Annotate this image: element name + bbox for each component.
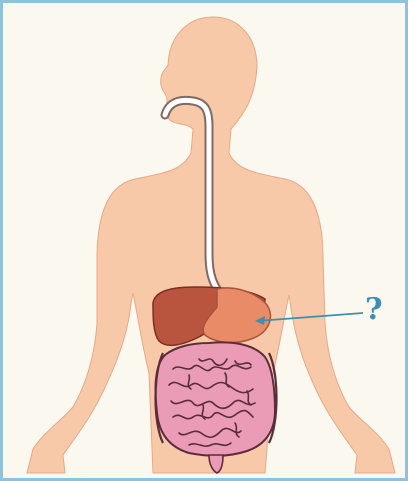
question-mark-label: ? bbox=[365, 295, 383, 325]
digestive-system-diagram bbox=[3, 3, 408, 481]
small-intestine bbox=[155, 342, 275, 455]
